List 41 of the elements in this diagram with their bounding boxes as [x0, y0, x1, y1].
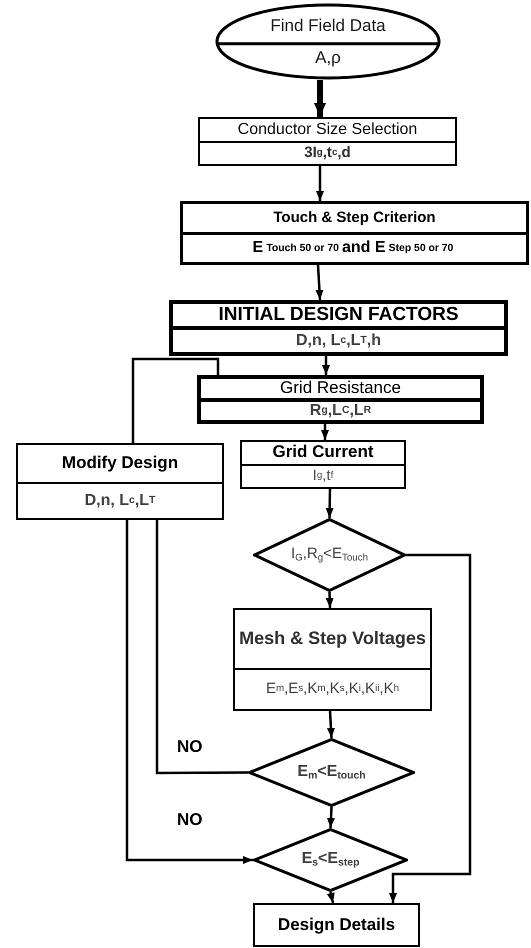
arrow — [326, 592, 334, 608]
arrow — [326, 806, 335, 828]
process-box — [233, 608, 432, 711]
arrow — [389, 554, 472, 903]
process-box — [253, 903, 420, 947]
process-box — [197, 375, 484, 424]
condition-text: I$_{G}$,R$_{g}$<E$_{Touch}$ — [290, 546, 369, 564]
box-heading: Design Details — [276, 914, 396, 936]
arrow — [321, 424, 329, 440]
arrow — [326, 892, 335, 904]
process-box — [198, 117, 457, 166]
arrow — [326, 488, 334, 518]
decision-diamond — [253, 828, 408, 892]
process-box — [240, 440, 406, 489]
arrow — [314, 80, 326, 117]
arrow — [326, 710, 335, 738]
box-heading: Touch & Step Criterion — [272, 208, 437, 228]
terminal-heading: Find Field Data — [269, 16, 387, 36]
box-heading: Mesh & Step Voltages — [238, 627, 427, 650]
process-box — [180, 201, 529, 265]
box-heading: INITIAL DESIGN FACTORS — [218, 304, 460, 326]
decision-diamond — [253, 518, 406, 592]
box-heading: Grid Resistance — [279, 379, 402, 398]
arrow — [322, 356, 330, 375]
arrow — [316, 166, 324, 201]
branch-label: NO — [177, 810, 202, 830]
arrow — [126, 520, 253, 864]
decision-diamond — [248, 738, 415, 807]
box-heading: Conductor Size Selection — [236, 120, 418, 140]
box-heading: Grid Current — [271, 442, 375, 464]
condition-text: E$_{s}$<E$_{step}$ — [300, 850, 360, 870]
terminal-text: A,ρ — [314, 49, 342, 68]
process-box — [16, 443, 224, 520]
arrow — [315, 264, 324, 300]
process-box — [169, 300, 508, 356]
terminal-ellipse — [215, 3, 441, 80]
branch-label: NO — [177, 737, 202, 757]
condition-text: E$_{m}$<E$_{touch}$ — [296, 762, 367, 782]
connector-line — [156, 520, 248, 774]
connector-line — [132, 358, 220, 443]
box-heading: Modify Design — [60, 452, 180, 474]
